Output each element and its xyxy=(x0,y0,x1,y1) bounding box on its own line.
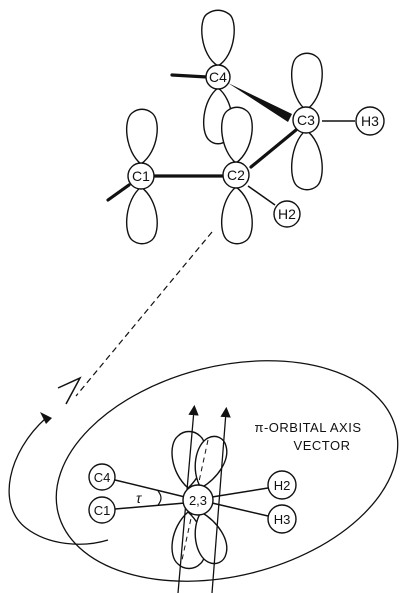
tau-label: τ xyxy=(136,490,142,506)
pi-axis-dashed xyxy=(181,439,209,561)
atom-c1-label: C1 xyxy=(132,168,150,184)
proj-bond-c1 xyxy=(114,502,186,510)
proj-atom-h3-label: H3 xyxy=(274,512,291,527)
pi-axis-vector-2 xyxy=(211,406,231,593)
atom-c4: C4 xyxy=(205,64,231,90)
orbital-axis-caption-line1: π-ORBITAL AXIS xyxy=(255,420,362,435)
tau-angle-arc xyxy=(157,490,162,506)
orbital-axis-caption-line2: VECTOR xyxy=(294,438,351,453)
atom-h3-label: H3 xyxy=(361,113,379,129)
c2-p-orbital xyxy=(221,106,253,245)
proj-atom-h2: H2 xyxy=(267,470,297,500)
atom-h3: H3 xyxy=(355,106,385,136)
atom-c3-label: C3 xyxy=(297,112,315,128)
atom-c3: C3 xyxy=(292,106,320,134)
bond-c2-c3 xyxy=(249,128,298,169)
eye-icon xyxy=(57,376,82,405)
proj-bond-c4 xyxy=(114,479,186,498)
proj-bond-h2 xyxy=(211,487,269,498)
bond-c4-c3 xyxy=(228,83,292,122)
proj-bond-h3 xyxy=(211,502,269,517)
viewing-direction-line xyxy=(75,231,213,397)
atom-h2-label: H2 xyxy=(278,206,296,222)
sweep-arrow-icon xyxy=(40,412,52,424)
bond-c1-left xyxy=(106,183,131,202)
newman-projection: τ C4 C1 2,3 H2 H3 π-ORBITAL AXIS VECTOR xyxy=(8,360,399,593)
atom-c4-label: C4 xyxy=(209,69,227,85)
atom-c2: C2 xyxy=(222,161,250,189)
bond-c4-left xyxy=(170,73,209,79)
proj-center-label: 2,3 xyxy=(189,493,207,508)
atom-c1: C1 xyxy=(127,162,155,190)
proj-atom-h2-label: H2 xyxy=(274,478,291,493)
proj-center-atom: 2,3 xyxy=(182,484,214,516)
proj-atom-c4: C4 xyxy=(88,463,116,491)
sweep-arc xyxy=(8,417,109,545)
molecule-perspective-view: C4 C3 H3 C1 C2 H2 xyxy=(106,9,385,245)
projection-ellipse xyxy=(55,360,399,582)
atom-h2: H2 xyxy=(273,200,301,228)
proj-atom-c4-label: C4 xyxy=(94,470,111,485)
newman-pi-orbitals xyxy=(171,430,228,570)
proj-atom-c1-label: C1 xyxy=(94,503,111,518)
atom-c2-label: C2 xyxy=(227,167,245,183)
bond-c2-h2 xyxy=(247,185,276,206)
proj-atom-c1: C1 xyxy=(88,496,116,524)
c1-p-orbital xyxy=(125,108,158,245)
proj-atom-h3: H3 xyxy=(267,504,297,534)
c3-p-orbital xyxy=(291,52,323,191)
